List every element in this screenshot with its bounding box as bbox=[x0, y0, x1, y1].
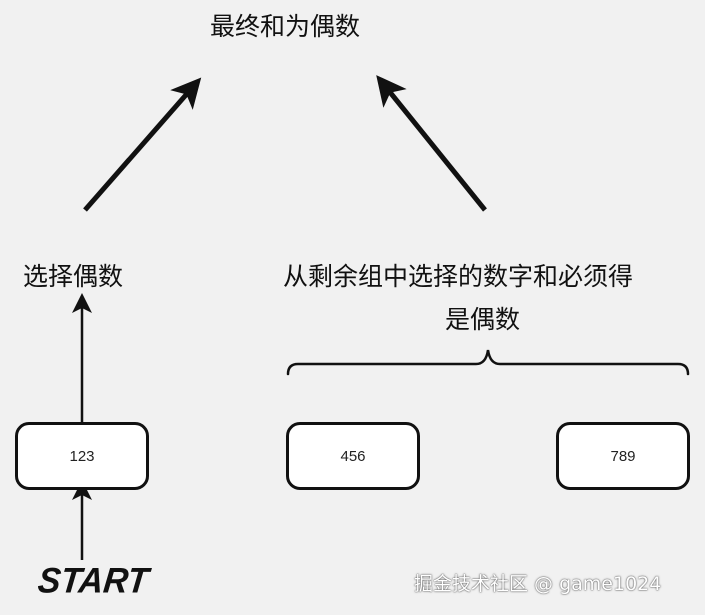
label-final-sum-even: 最终和为偶数 bbox=[209, 12, 360, 41]
watermark: 掘金技术社区 @ game1024 bbox=[414, 573, 662, 595]
arrow-right-to-top bbox=[376, 75, 487, 212]
label-remaining-sum-line2: 是偶数 bbox=[445, 305, 521, 334]
label-remaining-sum-line1: 从剩余组中选择的数字和必须得 bbox=[283, 262, 634, 291]
arrow-left-to-top bbox=[83, 77, 202, 212]
start-label: START bbox=[35, 561, 151, 601]
box-456: 456 bbox=[286, 422, 420, 490]
box-123: 123 bbox=[15, 422, 149, 490]
box-789: 789 bbox=[556, 422, 690, 490]
curly-brace bbox=[286, 349, 690, 376]
label-select-even: 选择偶数 bbox=[23, 262, 124, 291]
